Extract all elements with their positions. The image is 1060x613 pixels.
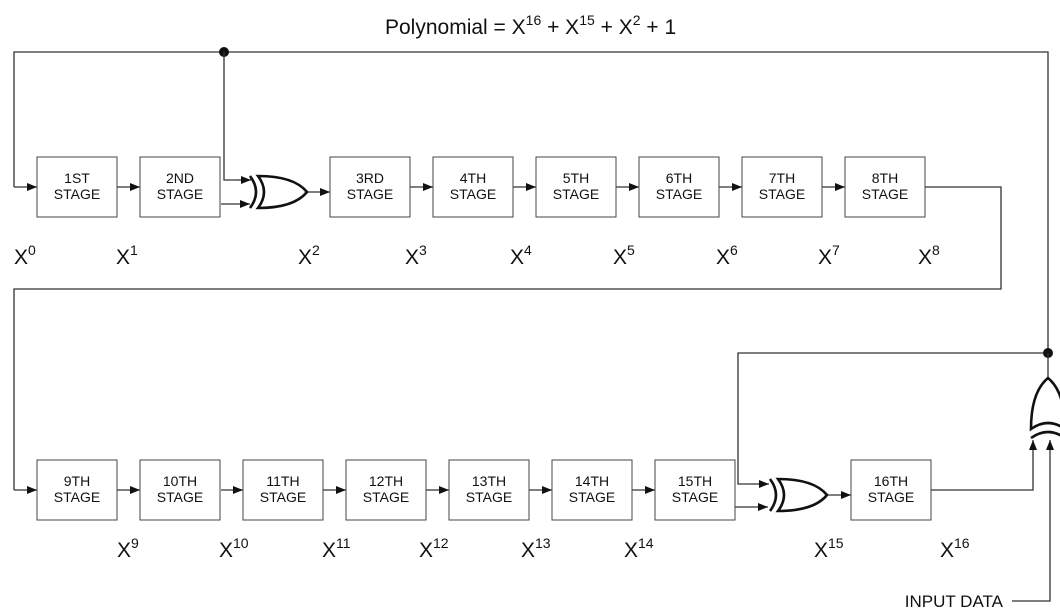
feedback-wire-top <box>13 51 1049 353</box>
stage-rect <box>242 459 324 521</box>
stage-label: STAGE <box>347 186 393 202</box>
polynomial-title: Polynomial = X16 + X15 + X2 + 1 <box>385 12 676 39</box>
stage-label: STAGE <box>450 186 496 202</box>
stage-rect <box>741 156 823 218</box>
term-label: X6 <box>716 242 738 269</box>
term-label: X0 <box>14 242 36 269</box>
tap-wire-x2 <box>223 52 236 181</box>
term-label: X1 <box>116 242 138 269</box>
stage-rect <box>139 156 221 218</box>
term-label: X12 <box>419 535 449 562</box>
stage-label: 13TH <box>472 473 506 489</box>
stage-label: 16TH <box>874 473 908 489</box>
stage-label: STAGE <box>54 186 100 202</box>
xor-gate-2 <box>768 477 829 513</box>
stage-label: STAGE <box>157 489 203 505</box>
stage-label: STAGE <box>553 186 599 202</box>
stage-label: 9TH <box>64 473 90 489</box>
stage-label: 3RD <box>356 170 384 186</box>
stage-label: STAGE <box>569 489 615 505</box>
stage-rect <box>139 459 221 521</box>
term-label: X4 <box>510 242 532 269</box>
stage-rect <box>36 459 118 521</box>
term-label: X10 <box>219 535 249 562</box>
stage-label: 2ND <box>166 170 194 186</box>
tap-wire-x15 <box>737 352 1048 485</box>
stage-label: 4TH <box>460 170 486 186</box>
stage-rect <box>654 459 736 521</box>
stage-label: 11TH <box>266 473 299 489</box>
stage-label: STAGE <box>672 489 718 505</box>
xor-gate-3 <box>1029 376 1060 440</box>
stage-label: STAGE <box>466 489 512 505</box>
xor-gate-1 <box>248 174 309 210</box>
stage-label: 14TH <box>575 473 609 489</box>
stage-label: STAGE <box>759 186 805 202</box>
stage-label: STAGE <box>157 186 203 202</box>
stage-label: STAGE <box>868 489 914 505</box>
stage-label: STAGE <box>363 489 409 505</box>
stage-label: 15TH <box>678 473 712 489</box>
stage-rect <box>551 459 633 521</box>
stage-label: STAGE <box>656 186 702 202</box>
stage-rect <box>329 156 411 218</box>
term-label: X7 <box>818 242 840 269</box>
stage-boxes: 1STSTAGE2NDSTAGE3RDSTAGE4THSTAGE5THSTAGE… <box>36 156 932 521</box>
stage-label: 1ST <box>64 170 90 186</box>
stage-label: 5TH <box>563 170 589 186</box>
term-label: X11 <box>322 535 351 562</box>
wire-input-data <box>1012 450 1051 602</box>
stage-rect <box>844 156 926 218</box>
stage-rect <box>850 459 932 521</box>
term-label: X2 <box>298 242 320 269</box>
term-label: X13 <box>521 535 551 562</box>
term-label: X9 <box>117 535 139 562</box>
stage-rect <box>432 156 514 218</box>
wires <box>13 47 1054 602</box>
stage-label: 10TH <box>163 473 197 489</box>
term-label: X16 <box>940 535 970 562</box>
stage-label: 6TH <box>666 170 692 186</box>
stage-label: 12TH <box>369 473 403 489</box>
term-label: X15 <box>814 535 844 562</box>
term-label: X8 <box>918 242 940 269</box>
input-data-label: INPUT DATA <box>905 592 1004 611</box>
stage-rect <box>36 156 118 218</box>
stage-rect <box>535 156 617 218</box>
term-label: X3 <box>405 242 427 269</box>
stage-label: 8TH <box>872 170 898 186</box>
stage-label: STAGE <box>260 489 306 505</box>
term-label: X5 <box>613 242 635 269</box>
stage-rect <box>345 459 427 521</box>
wire-s16-xor3 <box>931 450 1034 491</box>
stage-rect <box>638 156 720 218</box>
stage-label: 7TH <box>769 170 795 186</box>
wire-s8-to-s9 <box>13 186 1002 490</box>
stage-label: STAGE <box>54 489 100 505</box>
stage-label: STAGE <box>862 186 908 202</box>
term-label: X14 <box>624 535 654 562</box>
stage-rect <box>448 459 530 521</box>
